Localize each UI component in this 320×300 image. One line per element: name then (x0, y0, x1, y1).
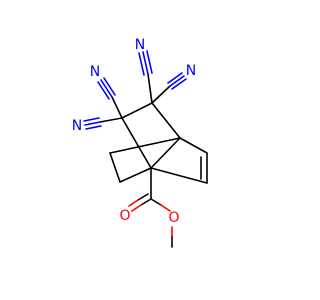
molecule-diagram: N N N N O O (72, 37, 208, 248)
bond-ccarbonyl-oester-o (160, 204, 171, 212)
atom-label-n-lowerleft: N (72, 118, 82, 134)
triple-bond-upperleft-b (103, 77, 116, 96)
triple-bond-top-a (142, 51, 149, 75)
triple-bond-right-a (169, 75, 185, 87)
triple-bond-lowerleft-b (83, 117, 100, 122)
bond-carbonyl-b (137, 193, 149, 201)
triple-bond-upperleft-a (100, 79, 113, 98)
triple-bond-lowerleft-a (84, 121, 101, 126)
triple-bond-top-b (138, 52, 145, 76)
bond-c8-cn-top (147, 73, 153, 104)
bond-c4-c5 (179, 137, 208, 154)
bond-c7-cn-upper (111, 96, 123, 119)
bond-carbonyl-a-o (131, 204, 142, 212)
triple-bond-lowerleft-c (85, 125, 102, 130)
bond-c4-c2 (150, 137, 181, 169)
atom-label-o-ester: O (168, 210, 179, 226)
triple-bond-upperleft-c (97, 81, 110, 100)
bond-carbonyl-a (140, 198, 152, 206)
bond-c3-c2 (109, 152, 121, 183)
bond-c7-cn-lower (99, 117, 123, 123)
triple-bond-right-b (167, 72, 183, 84)
atom-label-n-right: N (186, 63, 196, 79)
ester-bonds (128, 167, 173, 248)
atom-label-n-top: N (135, 37, 145, 53)
bond-c1-c3 (119, 167, 152, 183)
nitrile-bonds (83, 50, 187, 130)
bond-c7-c8 (121, 102, 153, 119)
bond-c7-c1 (121, 117, 152, 169)
triple-bond-right-c (171, 78, 187, 90)
bond-c2-c4 (109, 137, 181, 154)
bond-c8-cn-right (151, 85, 171, 104)
skeleton-bonds (109, 102, 208, 184)
bond-ccarbonyl-oester (150, 198, 162, 206)
bond-c8-c4 (151, 102, 181, 139)
atom-label-n-upperleft: N (90, 64, 100, 80)
bond-c6-c1 (150, 167, 208, 184)
bond-carbonyl-b-o (128, 199, 139, 207)
atom-label-o-carbonyl: O (119, 208, 130, 224)
atom-labels: N N N N O O (72, 37, 196, 226)
triple-bond-top-c (146, 50, 153, 74)
